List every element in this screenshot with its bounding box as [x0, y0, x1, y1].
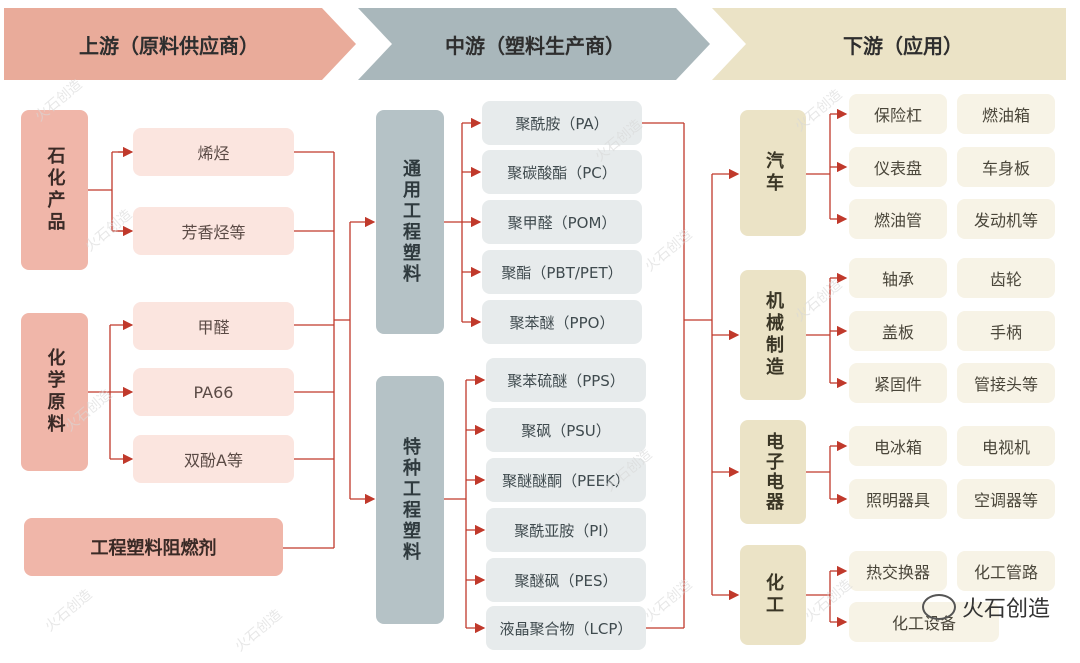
down-item: 电冰箱	[849, 426, 947, 466]
mid-item: 聚苯醚（PPO）	[482, 300, 642, 344]
brand-logo-text: 火石创造	[961, 597, 1050, 622]
down-item: 齿轮	[957, 258, 1055, 298]
mid-item: 聚砜（PSU）	[486, 408, 646, 452]
mid-general-label: 通用工程塑料	[400, 159, 421, 285]
down-item: 空调器等	[957, 479, 1055, 519]
down-chemical-group: 化工	[740, 545, 806, 645]
mid-item: 聚醚醚酮（PEEK）	[486, 458, 646, 502]
mid-item: 聚苯硫醚（PPS）	[486, 358, 646, 402]
upstream-item: 甲醛	[133, 302, 294, 350]
down-electric-label: 电子电器	[763, 432, 784, 512]
mid-item: 聚酰亚胺（PI）	[486, 508, 646, 552]
down-auto-group: 汽车	[740, 110, 806, 236]
upstream-retardant: 工程塑料阻燃剂	[24, 518, 283, 576]
down-item: 紧固件	[849, 363, 947, 403]
down-item: 燃油管	[849, 199, 947, 239]
upstream-chevron	[4, 8, 356, 80]
upstream-item: 双酚A等	[133, 435, 294, 483]
down-item: 发动机等	[957, 199, 1055, 239]
down-item: 保险杠	[849, 94, 947, 134]
down-item: 热交换器	[849, 551, 947, 591]
down-item: 手柄	[957, 311, 1055, 351]
upstream-chem-group: 化学原料	[21, 313, 88, 471]
mid-special-label: 特种工程塑料	[400, 437, 421, 563]
mid-item: 聚碳酸酯（PC）	[482, 150, 642, 194]
mid-item: 聚甲醛（POM）	[482, 200, 642, 244]
mid-item: 聚酯（PBT/PET）	[482, 250, 642, 294]
down-auto-label: 汽车	[763, 151, 784, 195]
mid-general-group: 通用工程塑料	[376, 110, 444, 334]
upstream-petro-group: 石化产品	[21, 110, 88, 270]
header-chevrons	[4, 8, 1066, 80]
down-item: 车身板	[957, 147, 1055, 187]
down-item: 照明器具	[849, 479, 947, 519]
down-item: 电视机	[957, 426, 1055, 466]
upstream-petro-label: 石化产品	[44, 146, 66, 234]
down-item: 化工管路	[957, 551, 1055, 591]
upstream-item: 烯烃	[133, 128, 294, 176]
mid-special-group: 特种工程塑料	[376, 376, 444, 624]
midstream-header: 中游（塑料生产商）	[445, 33, 625, 58]
mid-item: 液晶聚合物（LCP）	[486, 606, 646, 650]
upstream-chem-label: 化学原料	[44, 348, 66, 436]
downstream-header: 下游（应用）	[843, 33, 963, 58]
down-machine-group: 机械制造	[740, 270, 806, 400]
down-item: 盖板	[849, 311, 947, 351]
down-chemical-label: 化工	[763, 573, 784, 617]
downstream-chevron	[712, 8, 1066, 80]
upstream-item: PA66	[133, 368, 294, 416]
upstream-header: 上游（原料供应商）	[79, 33, 259, 58]
brand-logo: 火石创造	[921, 591, 1050, 623]
upstream-item: 芳香烃等	[133, 207, 294, 255]
wechat-icon	[921, 594, 956, 620]
down-item: 管接头等	[957, 363, 1055, 403]
down-item: 燃油箱	[957, 94, 1055, 134]
down-electric-group: 电子电器	[740, 420, 806, 524]
down-item: 仪表盘	[849, 147, 947, 187]
midstream-chevron	[358, 8, 710, 80]
mid-item: 聚酰胺（PA）	[482, 101, 642, 145]
down-item: 轴承	[849, 258, 947, 298]
down-machine-label: 机械制造	[763, 291, 784, 379]
mid-item: 聚醚砜（PES）	[486, 558, 646, 602]
